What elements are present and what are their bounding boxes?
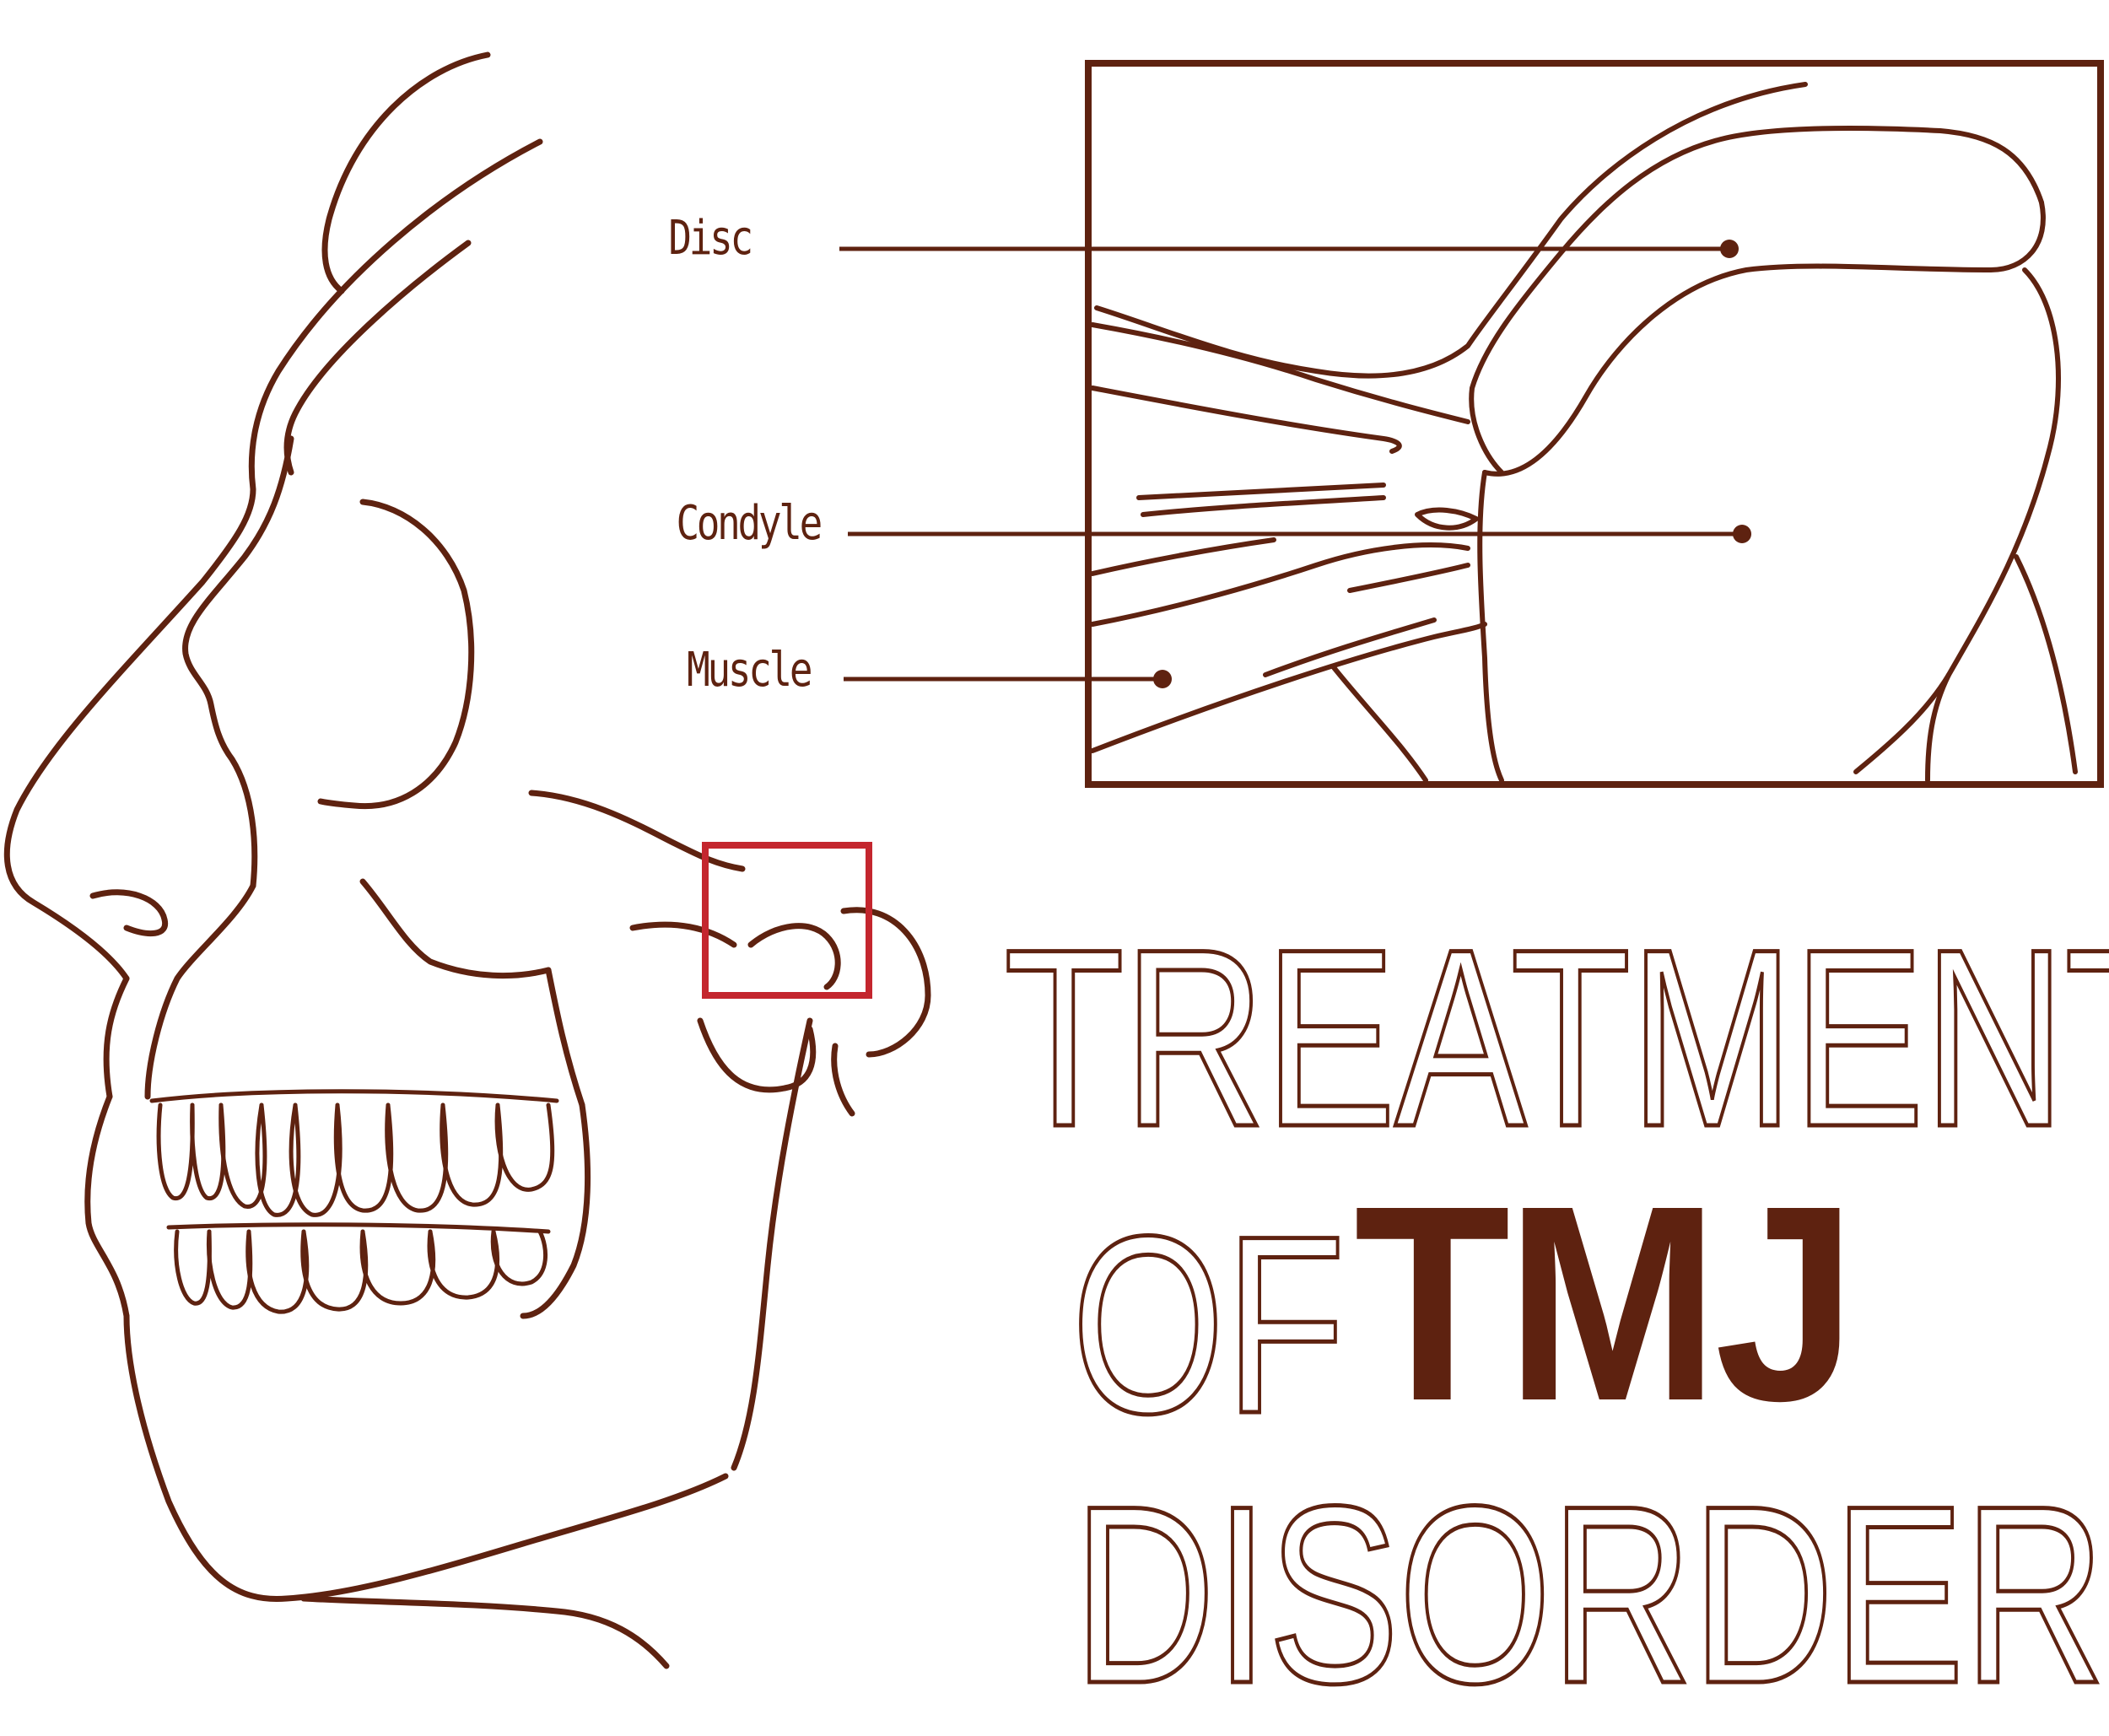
nostril: [89, 889, 169, 937]
title-line-of: OF: [1070, 1183, 1347, 1466]
temple-line: [283, 240, 472, 476]
muscle-label: Muscle: [686, 643, 812, 698]
title-line-disorder: DISORDER: [1071, 1453, 2107, 1736]
cheekbone-lower: [359, 878, 552, 979]
maxilla: [545, 967, 585, 1108]
tmj-highlight-box: [702, 842, 872, 999]
tooth-gumline-lower: [166, 1222, 551, 1234]
mandible-back: [731, 1017, 813, 1471]
zygomatic-arch: [528, 790, 746, 872]
condyle-label: Condyle: [676, 496, 823, 551]
title-line-tmj: TMJ: [1354, 1147, 1857, 1458]
forehead-outline: [3, 138, 543, 982]
leader-dots: [1153, 240, 1751, 688]
leader-lines: [839, 246, 1742, 682]
nose-cavity: [144, 882, 256, 1100]
mandible-body: [123, 1313, 729, 1603]
condyle-back: [2014, 554, 2078, 774]
disc-dot: [1720, 240, 1739, 258]
cranium-outline: [321, 51, 491, 294]
ear-process: [840, 907, 931, 1058]
brow-ridge: [182, 435, 294, 889]
condyle-neck: [1477, 470, 1504, 783]
nasal-bone: [103, 975, 130, 1100]
muscle-fiber-7: [1090, 622, 1487, 753]
muscle-fiber-8: [1347, 563, 1470, 593]
disc-label: Disc: [668, 211, 754, 266]
condyle-dot: [1733, 525, 1751, 543]
articular-eminence: [629, 921, 737, 948]
styloid: [831, 1043, 855, 1117]
muscle-fiber-10: [1330, 664, 1428, 783]
muscle-fiber-2: [1090, 385, 1402, 454]
muscle-fiber-3: [1136, 483, 1386, 500]
muscle-fiber-5: [1090, 537, 1276, 576]
disc-lower: [1482, 200, 2046, 477]
ligament-notch: [1415, 507, 1479, 531]
detail-inset: [839, 60, 2104, 788]
inset-anatomy: [1090, 82, 2078, 783]
tooth-gumline-upper: [149, 1089, 559, 1103]
condyle-head: [747, 923, 841, 990]
jaw-lower-edge: [300, 1595, 670, 1669]
ramus-inner: [1853, 672, 1951, 774]
disc-outline: [1469, 126, 2044, 475]
title-line-treatment: TREATMENT: [1002, 896, 2109, 1179]
muscle-dot: [1153, 670, 1172, 688]
muscle-fiber-4: [1141, 495, 1386, 517]
tmj-illustration: [3, 51, 2104, 1669]
eye-orbit: [317, 499, 475, 810]
skull-drawing: [3, 51, 931, 1669]
upper-teeth: [156, 1103, 555, 1217]
muscle-fiber-9: [1263, 617, 1437, 677]
muscle-fiber-1: [1090, 322, 1470, 424]
chin-line: [84, 1093, 130, 1319]
condyle-outline: [1925, 267, 2061, 783]
mastoid: [697, 1017, 817, 1093]
mandible-ramus: [520, 1102, 591, 1319]
lower-teeth: [174, 1229, 548, 1314]
muscle-fiber-6: [1090, 542, 1470, 627]
